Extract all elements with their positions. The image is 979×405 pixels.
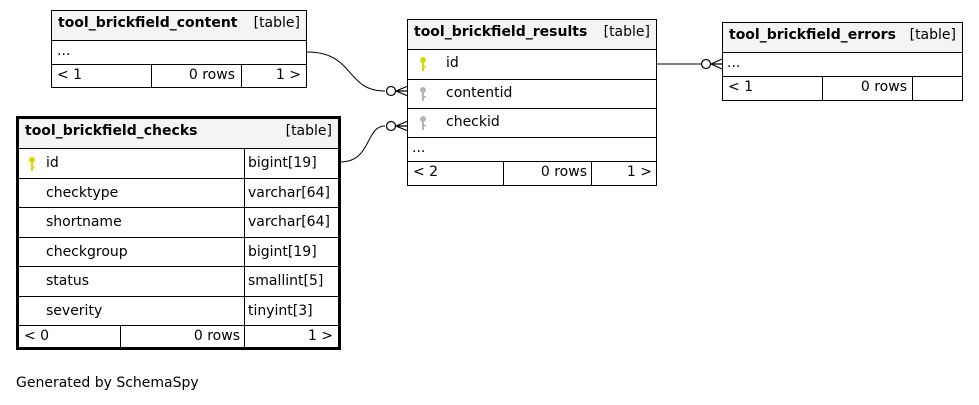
crowfoot-marker bbox=[395, 85, 409, 97]
foreign-key-icon bbox=[418, 86, 428, 106]
row-count: 0 rows bbox=[188, 67, 235, 83]
table-footer: < 0 0 rows 1 > bbox=[19, 326, 338, 348]
column-type: bigint[19] bbox=[248, 244, 317, 260]
table-header: tool_brickfield_content [table] bbox=[52, 11, 306, 41]
table-footer: < 2 0 rows 1 > bbox=[408, 162, 656, 185]
column-name: status bbox=[46, 273, 90, 289]
more-columns: ... bbox=[408, 138, 656, 162]
column-row[interactable]: id bbox=[408, 50, 656, 80]
column-row[interactable]: checktype varchar[64] bbox=[19, 179, 338, 208]
column-name: checktype bbox=[46, 185, 119, 201]
row-count: 0 rows bbox=[193, 328, 240, 344]
edge-content-results bbox=[306, 51, 386, 92]
row-count: 0 rows bbox=[540, 164, 587, 180]
primary-key-icon bbox=[418, 56, 428, 76]
column-name: id bbox=[46, 155, 59, 171]
parent-count: < 0 bbox=[24, 328, 50, 344]
column-row[interactable]: shortname varchar[64] bbox=[19, 208, 338, 238]
table-header: tool_brickfield_errors [table] bbox=[723, 23, 962, 53]
table-tool-brickfield-errors[interactable]: tool_brickfield_errors [table] ... < 1 0… bbox=[722, 22, 963, 101]
column-type: smallint[5] bbox=[248, 273, 324, 289]
column-name: id bbox=[446, 55, 459, 71]
more-columns: ... bbox=[723, 53, 962, 77]
ellipsis: ... bbox=[57, 43, 71, 59]
table-tool-brickfield-content[interactable]: tool_brickfield_content [table] ... < 1 … bbox=[51, 10, 307, 88]
table-name: tool_brickfield_content bbox=[58, 15, 238, 31]
row-count: 0 rows bbox=[860, 79, 907, 95]
table-name: tool_brickfield_errors bbox=[729, 27, 896, 43]
column-name: contentid bbox=[446, 85, 513, 101]
table-tag: [table] bbox=[603, 24, 650, 40]
table-tool-brickfield-checks[interactable]: tool_brickfield_checks [table] id bigint… bbox=[16, 116, 341, 350]
table-footer: < 1 0 rows bbox=[723, 77, 962, 100]
column-type: tinyint[3] bbox=[248, 303, 313, 319]
column-type: varchar[64] bbox=[248, 185, 330, 201]
crowfoot-marker bbox=[710, 58, 723, 70]
table-tag: [table] bbox=[909, 27, 956, 43]
column-type: varchar[64] bbox=[248, 214, 330, 230]
column-name: checkgroup bbox=[46, 244, 128, 260]
ellipsis: ... bbox=[727, 55, 741, 71]
column-name: severity bbox=[46, 303, 103, 319]
table-header: tool_brickfield_results [table] bbox=[408, 20, 656, 50]
child-count: 1 > bbox=[307, 328, 333, 344]
column-type: bigint[19] bbox=[248, 155, 317, 171]
column-name: checkid bbox=[446, 114, 500, 130]
table-header: tool_brickfield_checks [table] bbox=[19, 119, 338, 149]
foreign-key-icon bbox=[418, 115, 428, 135]
optional-marker bbox=[385, 120, 397, 132]
parent-count: < 1 bbox=[728, 79, 754, 95]
parent-count: < 2 bbox=[413, 164, 439, 180]
table-tag: [table] bbox=[285, 123, 332, 139]
table-name: tool_brickfield_checks bbox=[25, 123, 198, 139]
table-name: tool_brickfield_results bbox=[414, 24, 588, 40]
column-row[interactable]: severity tinyint[3] bbox=[19, 297, 338, 326]
column-row[interactable]: checkid bbox=[408, 109, 656, 138]
crowfoot-marker bbox=[395, 120, 409, 132]
edge-checks-results bbox=[339, 125, 386, 163]
more-columns: ... bbox=[52, 41, 306, 65]
child-count: 1 > bbox=[275, 67, 301, 83]
optional-marker bbox=[700, 58, 712, 70]
parent-count: < 1 bbox=[57, 67, 83, 83]
generated-by-note: Generated by SchemaSpy bbox=[16, 375, 199, 391]
table-footer: < 1 0 rows 1 > bbox=[52, 65, 306, 87]
table-tool-brickfield-results[interactable]: tool_brickfield_results [table] id conte… bbox=[407, 19, 657, 186]
column-row[interactable]: contentid bbox=[408, 80, 656, 109]
child-count: 1 > bbox=[626, 164, 652, 180]
column-row[interactable]: checkgroup bigint[19] bbox=[19, 238, 338, 267]
primary-key-icon bbox=[27, 156, 37, 176]
ellipsis: ... bbox=[412, 140, 426, 156]
column-row[interactable]: id bigint[19] bbox=[19, 149, 338, 179]
table-tag: [table] bbox=[253, 15, 300, 31]
column-row[interactable]: status smallint[5] bbox=[19, 267, 338, 297]
column-name: shortname bbox=[46, 214, 122, 230]
optional-marker bbox=[385, 85, 397, 97]
